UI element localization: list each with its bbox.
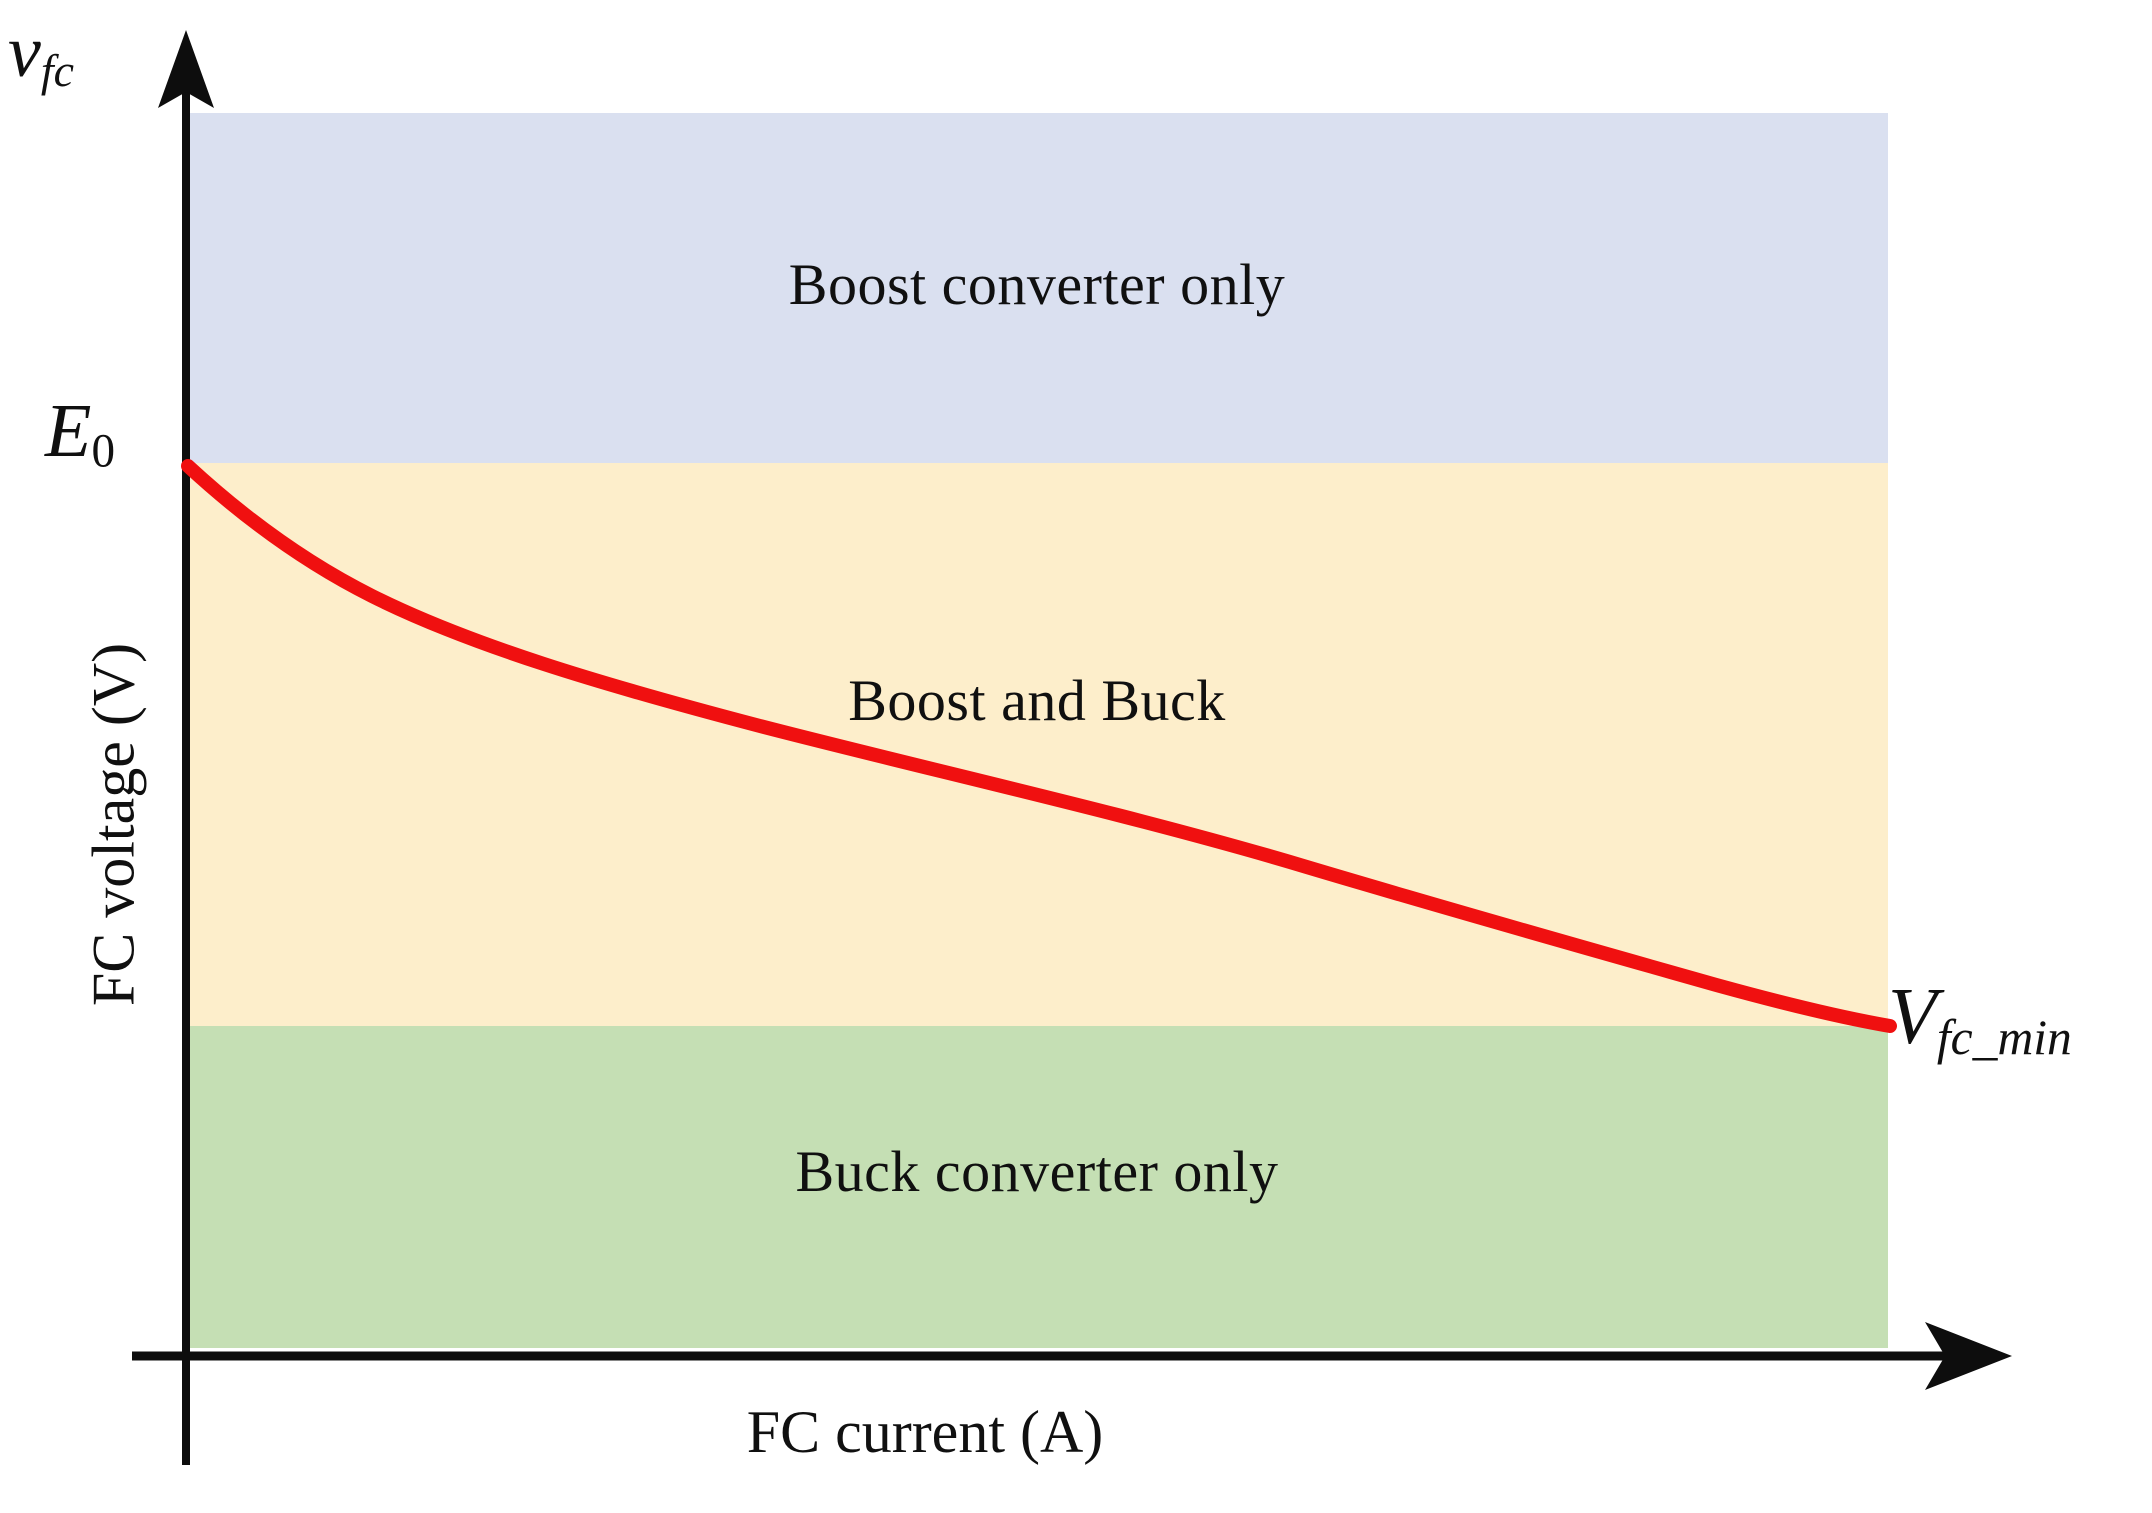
region-boost-and-buck: Boost and Buck — [186, 463, 1888, 1026]
vfcmin-base: V — [1888, 973, 1937, 1061]
e0-marker-label: E0 — [45, 388, 115, 478]
e0-base: E — [45, 389, 92, 473]
region-boost-converter-only: Boost converter only — [186, 113, 1888, 463]
y-axis-arrow-icon — [158, 30, 214, 108]
y-axis-title: FC voltage (V) — [80, 642, 147, 1007]
y-axis-variable-subscript: fc — [40, 45, 74, 97]
e0-subscript: 0 — [91, 425, 115, 478]
x-axis-arrow-icon — [1925, 1322, 2012, 1390]
vfcmin-marker-label: Vfc_min — [1888, 972, 2072, 1066]
x-axis-title: FC current (A) — [746, 1399, 1104, 1465]
y-axis-variable-base: v — [8, 11, 41, 93]
vfcmin-subscript: fc_min — [1936, 1009, 2072, 1065]
region-label-buck-converter-only: Buck converter only — [795, 1139, 1279, 1204]
region-label-boost-converter-only: Boost converter only — [788, 252, 1286, 317]
y-axis-variable-symbol: vfc — [8, 10, 74, 97]
region-label-boost-and-buck: Boost and Buck — [848, 668, 1226, 733]
region-buck-converter-only: Buck converter only — [186, 1026, 1888, 1348]
